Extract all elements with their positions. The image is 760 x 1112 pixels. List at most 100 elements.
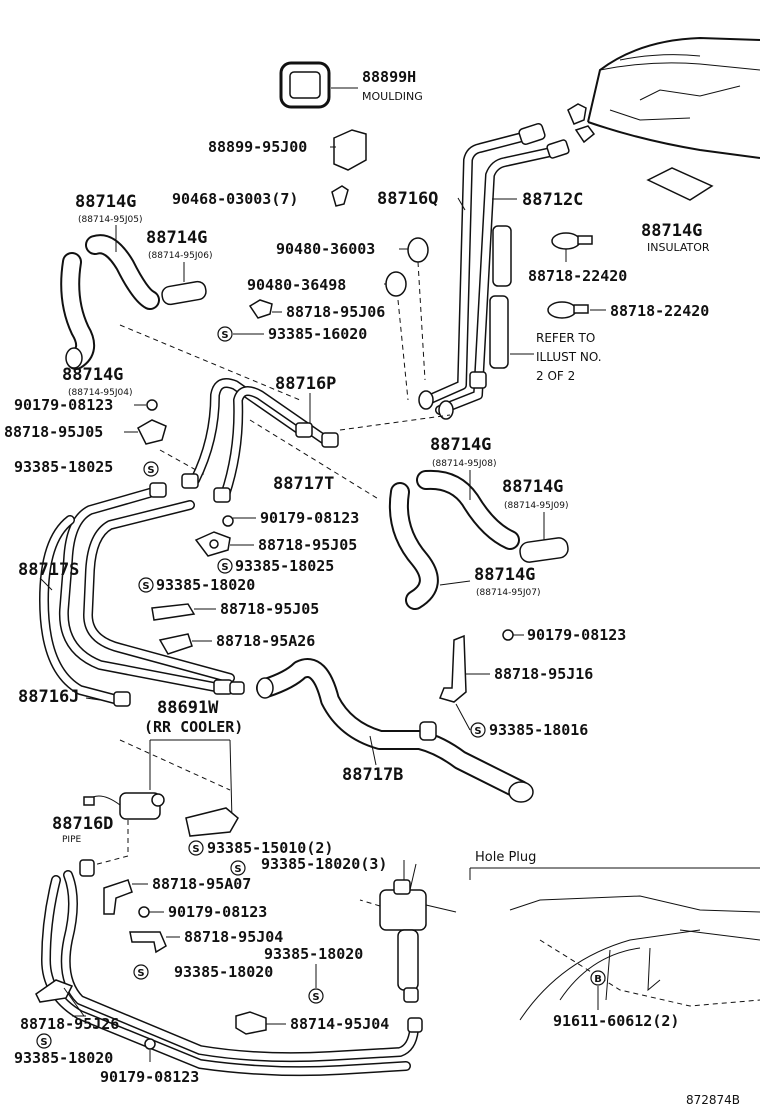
label-90480-36003: 90480-36003 [276, 240, 375, 258]
label-93385-18020-c: 93385-18020 [264, 945, 363, 963]
ref-line-3 [417, 261, 426, 381]
label-88899-95J00: 88899-95J00 [208, 138, 307, 156]
svg-text:S: S [312, 992, 319, 1003]
bolt-symbol-93385-16020: S [217, 326, 233, 342]
label-93385-18025-a: 93385-18025 [14, 458, 113, 476]
ref-line-4 [339, 414, 451, 431]
sleeve-lower [489, 295, 509, 369]
bolt-symbol-93385-18020-d: S [36, 1033, 52, 1049]
label-88716Q: 88716Q [377, 189, 438, 209]
label-88718-22420-b: 88718-22420 [610, 302, 709, 320]
hose-88714-95J06 [161, 262, 207, 306]
label-93385-18025-b: 93385-18025 [235, 557, 334, 575]
svg-text:S: S [192, 844, 199, 855]
plug-symbol-91611-60612: B [590, 970, 606, 986]
label-93385-18020-a: 93385-18020 [156, 576, 255, 594]
label-93385-18020-d: 93385-18020 [14, 1049, 113, 1067]
nut-90179-08123-d [138, 906, 164, 918]
clamp-88718-95J04 [129, 931, 180, 954]
clamp-88718-95J05-b [194, 531, 254, 557]
label-88714G-f: 88714G [474, 565, 535, 585]
grommet-88714-95J04-bottom [235, 1011, 286, 1035]
label-insulator: INSULATOR [647, 241, 710, 254]
clamp-88718-95J26 [35, 979, 86, 1017]
label-refer-1: REFER TO [536, 331, 595, 345]
clamp-88718-95A07 [103, 879, 148, 915]
label-88714G-insulator: 88714G [641, 221, 702, 241]
svg-text:S: S [234, 864, 241, 875]
insulator-88714G [646, 167, 714, 201]
diagram-id: 872874B [686, 1093, 740, 1107]
label-90468-03003: 90468-03003(7) [172, 190, 298, 208]
label-rr-cooler: (RR COOLER) [144, 718, 243, 736]
hose-88714-95J08 [416, 469, 520, 550]
label-88714-95J07: (88714-95J07) [476, 588, 540, 598]
label-88718-95J05-c: 88718-95J05 [220, 600, 319, 618]
label-90179-08123-d: 90179-08123 [168, 903, 267, 921]
clamp-88718-22420-b [547, 301, 606, 319]
label-pipe: PIPE [62, 835, 82, 845]
bolt-symbol-93385-18020-3: S [230, 860, 246, 876]
label-93385-18016: 93385-18016 [489, 721, 588, 739]
nut-90179-08123-c [502, 629, 524, 641]
bolt-symbol-93385-18025-a: S [143, 461, 159, 477]
vehicle-body-outline [567, 36, 760, 159]
label-88718-95J04: 88718-95J04 [184, 928, 283, 946]
label-93385-16020: 93385-16020 [268, 325, 367, 343]
clip-88899-95J00 [330, 129, 367, 171]
label-88714G-b: 88714G [146, 228, 207, 248]
pipe-88717S [39, 473, 245, 707]
label-88718-22420-a: 88718-22420 [528, 267, 627, 285]
pipe-88716P [190, 378, 339, 500]
svg-text:S: S [137, 968, 144, 979]
rr-cooler-unit [83, 739, 239, 837]
svg-text:S: S [221, 562, 228, 573]
nut-90179-08123-a [134, 399, 158, 411]
clamp-88718-95J05-c [151, 603, 216, 621]
label-88718-95A26: 88718-95A26 [216, 632, 315, 650]
label-refer-3: 2 OF 2 [536, 369, 575, 383]
clamp-88718-22420-a [551, 232, 593, 262]
label-88716D: 88716D [52, 814, 113, 834]
label-88899H: 88899H [362, 68, 416, 86]
label-88717T: 88717T [273, 474, 334, 494]
label-90179-08123-b: 90179-08123 [260, 509, 359, 527]
svg-text:B: B [594, 974, 602, 985]
ref-line-1 [119, 324, 301, 401]
svg-text:S: S [474, 726, 481, 737]
ref-line-7 [89, 820, 129, 867]
label-88714-95J04: (88714-95J04) [68, 388, 132, 398]
label-hole-plug: Hole Plug [475, 850, 536, 865]
label-88714G-a: 88714G [75, 192, 136, 212]
label-88714-95J05: (88714-95J05) [78, 215, 142, 225]
label-88714-95J04-bottom: 88714-95J04 [290, 1015, 389, 1033]
moulding-part [279, 61, 358, 109]
label-88718-95A07: 88718-95A07 [152, 875, 251, 893]
bolt-symbol-93385-18016: S [470, 722, 486, 738]
label-moulding: MOULDING [362, 90, 423, 103]
clamp-88718-95A26 [158, 633, 212, 655]
label-91611-60612: 91611-60612(2) [553, 1012, 679, 1030]
label-88718-95J06: 88718-95J06 [286, 303, 385, 321]
expansion-valve-assembly [359, 860, 457, 1003]
bolt-symbol-93385-15010: S [188, 840, 204, 856]
svg-text:S: S [147, 465, 154, 476]
pipe-88716D-bottom [41, 859, 423, 1077]
clip-90468 [331, 185, 349, 207]
clamp-88718-95J05-a [124, 419, 167, 445]
label-88718-95J05-b: 88718-95J05 [258, 536, 357, 554]
grommet-90480-36003 [399, 237, 429, 263]
svg-text:S: S [142, 581, 149, 592]
label-88716J: 88716J [18, 687, 79, 707]
pipe-88716Q-88712C [418, 122, 570, 420]
label-90480-36498: 90480-36498 [247, 276, 346, 294]
label-88718-95J26: 88718-95J26 [20, 1015, 119, 1033]
label-88714-95J09: (88714-95J09) [504, 501, 568, 511]
bracket-88718-95J16 [438, 634, 490, 731]
label-93385-18020-b: 93385-18020 [174, 963, 273, 981]
hose-88717B [256, 658, 534, 803]
label-88718-95J05-a: 88718-95J05 [4, 423, 103, 441]
label-88714G-c: 88714G [62, 365, 123, 385]
bolt-symbol-93385-18020-b: S [133, 964, 149, 980]
